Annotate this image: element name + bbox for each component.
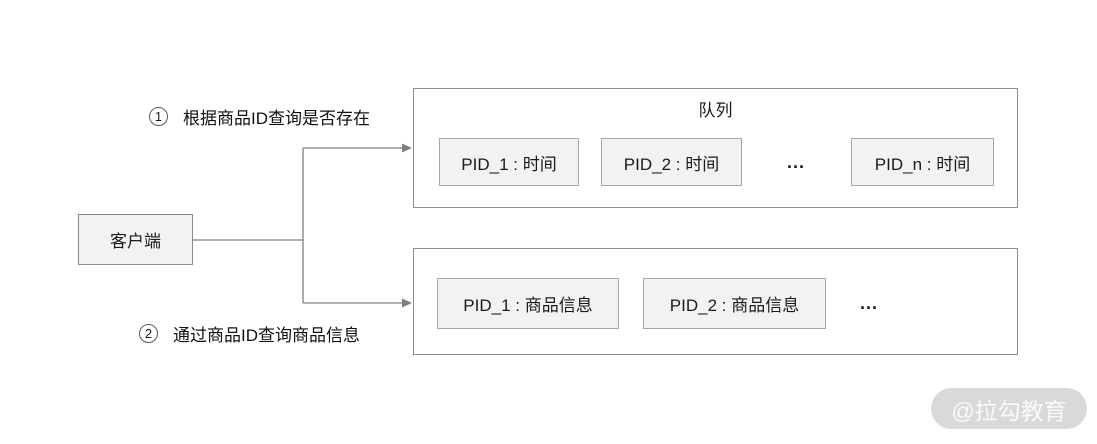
circled-number-icon: 1: [149, 107, 168, 126]
queue-item-box: PID_2 : 时间: [601, 138, 742, 186]
arrowhead-icon: [402, 298, 412, 308]
circled-number-icon: 2: [139, 324, 158, 343]
product-item-box: PID_2 : 商品信息: [643, 278, 826, 329]
step1-label: 1 根据商品ID查询是否存在: [149, 104, 370, 129]
step2-text: 通过商品ID查询商品信息: [173, 326, 360, 345]
ellipsis-label: ...: [859, 293, 878, 313]
product-item-box: PID_1 : 商品信息: [437, 278, 619, 329]
arrowhead-icon: [402, 143, 412, 153]
ellipsis-label: ...: [786, 151, 805, 172]
queue-title: 队列: [698, 101, 733, 120]
client-node: 客户端: [78, 214, 193, 265]
queue-item-box: PID_n : 时间: [851, 138, 994, 186]
step1-text: 根据商品ID查询是否存在: [183, 109, 370, 128]
watermark-badge: @拉勾教育: [931, 388, 1087, 429]
queue-container: 队列 PID_1 : 时间 PID_2 : 时间 ... PID_n : 时间: [413, 88, 1018, 208]
product-info-container: PID_1 : 商品信息 PID_2 : 商品信息 ...: [413, 248, 1018, 355]
queue-item-box: PID_1 : 时间: [439, 138, 579, 186]
connector-path: [193, 147, 402, 304]
step2-label: 2 通过商品ID查询商品信息: [139, 321, 360, 346]
